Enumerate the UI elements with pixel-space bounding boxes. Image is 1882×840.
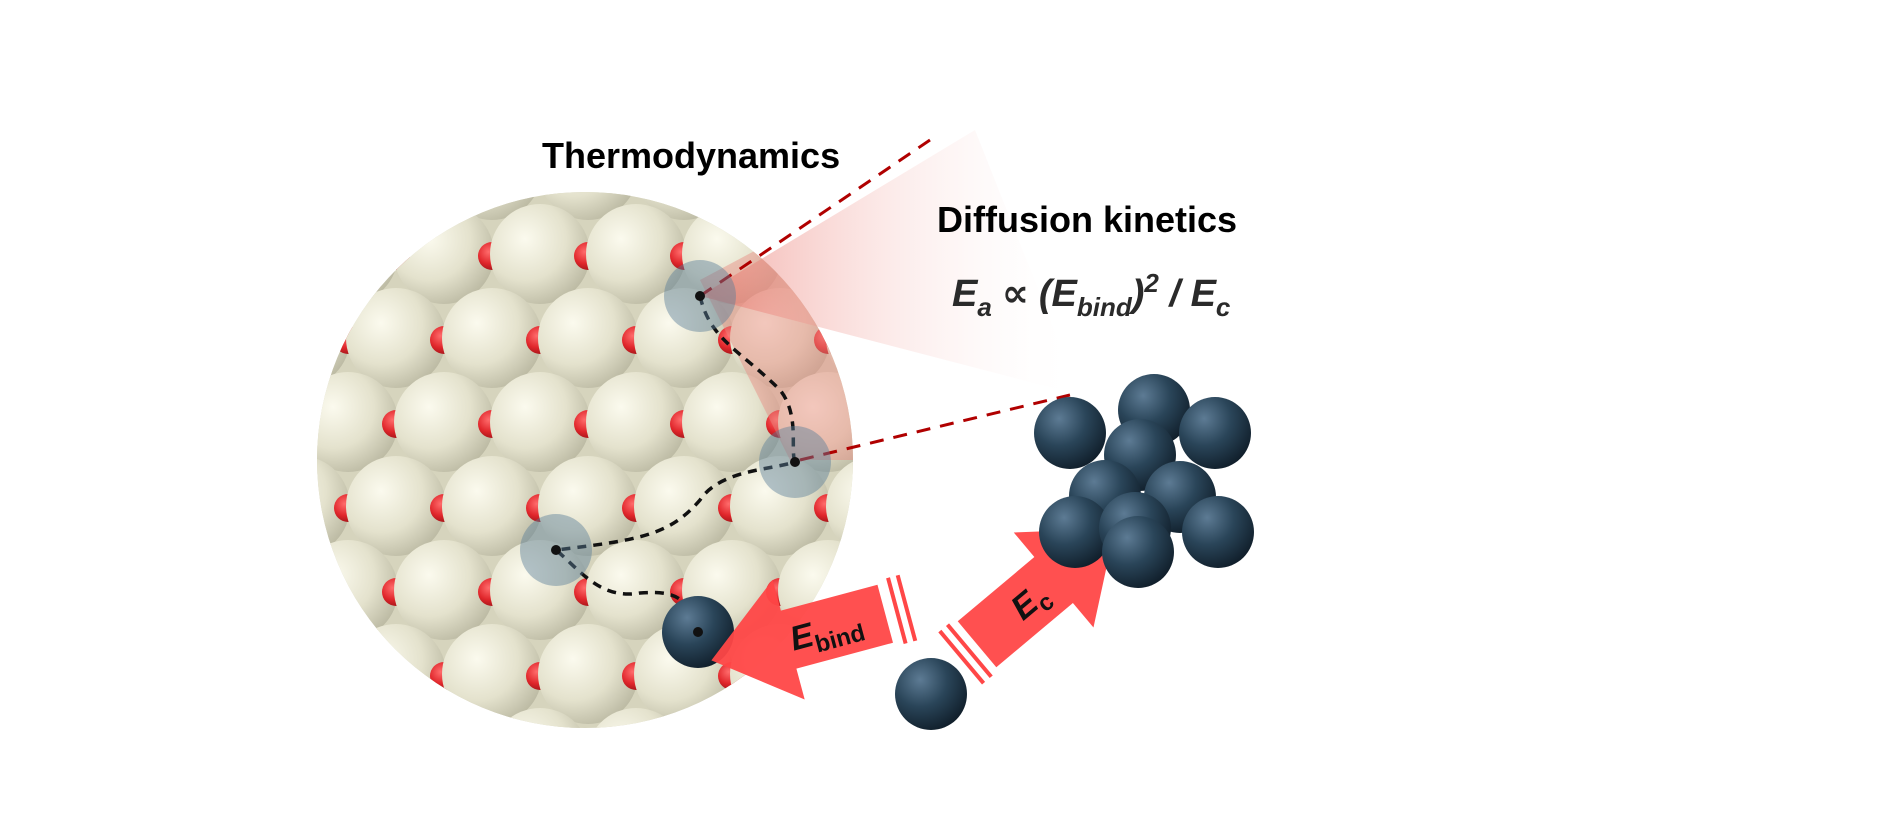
diffusion-cone	[700, 130, 1080, 395]
thermodynamics-label: Thermodynamics	[542, 135, 840, 176]
support-atom	[538, 456, 638, 556]
oxygen-atom	[766, 746, 794, 774]
eq-proportional: ∝	[1002, 273, 1029, 315]
oxygen-atom	[862, 410, 890, 438]
adatom-dot	[693, 627, 703, 637]
free-metal-atom	[895, 658, 967, 730]
eq-ebind-main: (E	[1039, 273, 1079, 315]
support-atom	[778, 708, 853, 728]
support-atom	[346, 456, 446, 556]
support-atom	[778, 372, 853, 472]
support-atom	[317, 204, 398, 304]
ebind-arrow: Ebind	[711, 574, 918, 700]
support-atom	[490, 204, 590, 304]
oxygen-atom	[670, 746, 698, 774]
support-atom	[442, 288, 542, 388]
oxygen-atom	[814, 662, 842, 690]
support-atom	[586, 708, 686, 728]
support-atom	[586, 540, 686, 640]
site-dot-2	[790, 457, 800, 467]
metal-cluster	[1034, 374, 1254, 588]
eq-ea-sub: a	[977, 292, 991, 322]
support-atom	[826, 456, 853, 556]
support-atom	[490, 372, 590, 472]
support-atom	[442, 624, 542, 724]
activation-energy-equation: Ea ∝(Ebind)2 / Ec	[952, 268, 1231, 322]
oxygen-atom	[574, 746, 602, 774]
support-atom	[490, 708, 590, 728]
site-dot-3	[551, 545, 561, 555]
oxygen-atom	[334, 158, 362, 186]
support-atom	[317, 624, 350, 724]
oxygen-atom	[430, 158, 458, 186]
support-atom	[538, 624, 638, 724]
diffusion-kinetics-label: Diffusion kinetics	[937, 199, 1237, 240]
support-atom	[317, 192, 350, 220]
diffusion-path	[551, 295, 798, 639]
support-atom	[394, 540, 494, 640]
oxygen-atom	[910, 494, 938, 522]
eq-ea-main: E	[952, 273, 979, 315]
eq-close-paren: )	[1128, 273, 1145, 315]
support-atom	[538, 192, 638, 220]
support-atom	[442, 456, 542, 556]
support-atom	[682, 708, 782, 728]
eq-square: 2	[1143, 268, 1159, 298]
support-atom	[538, 288, 638, 388]
eq-ec-sub: c	[1216, 292, 1231, 322]
support-atom	[346, 288, 446, 388]
eq-divider: / E	[1159, 273, 1218, 315]
oxygen-atom	[382, 746, 410, 774]
oxygen-atom	[334, 662, 362, 690]
eq-ebind-sub: bind	[1077, 292, 1133, 322]
support-atom	[346, 192, 446, 220]
support-atom	[682, 372, 782, 472]
site-dot-1	[695, 291, 705, 301]
support-atom	[317, 708, 398, 728]
support-atom	[394, 372, 494, 472]
support-atom	[634, 288, 734, 388]
support-atom	[317, 288, 350, 388]
oxygen-atom	[862, 746, 890, 774]
support-atom	[394, 708, 494, 728]
oxygen-atom	[478, 746, 506, 774]
support-atom	[730, 456, 830, 556]
support-atom	[586, 372, 686, 472]
support-atom	[442, 192, 542, 220]
support-atom	[586, 204, 686, 304]
support-atom	[490, 540, 590, 640]
